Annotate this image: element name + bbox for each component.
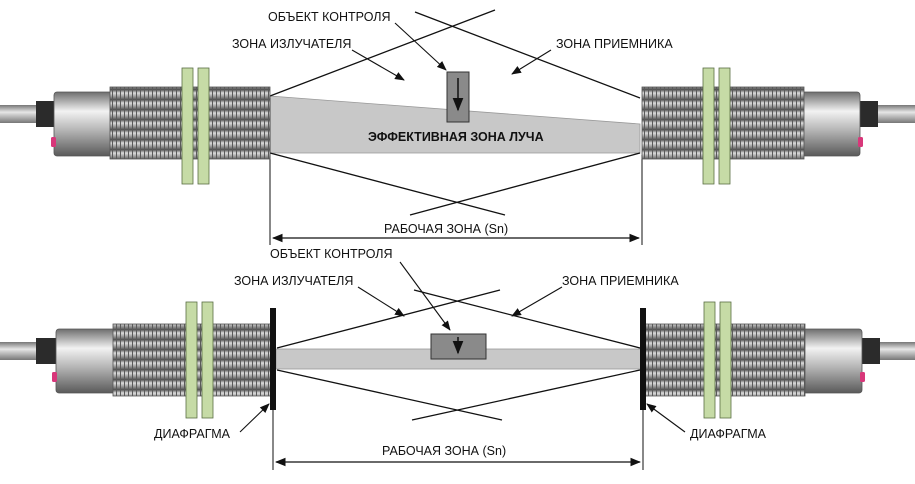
cable xyxy=(0,105,40,123)
object-leader xyxy=(399,261,451,331)
receiver-sensor xyxy=(640,301,915,419)
bottom-diagram xyxy=(0,261,915,470)
bottom-diaphragm-right-label: ДИАФРАГМА xyxy=(690,427,766,441)
cable-gland xyxy=(858,101,878,127)
nut xyxy=(719,301,732,419)
nut xyxy=(201,301,214,419)
diaphragm-leader-right xyxy=(646,403,686,433)
emitter-sensor xyxy=(0,301,276,419)
top-receiver-label: ЗОНА ПРИЕМНИКА xyxy=(556,37,673,51)
top-diagram xyxy=(0,9,915,245)
receiver-leader xyxy=(511,49,552,75)
receiver-zone-line xyxy=(414,11,641,99)
cable xyxy=(875,105,915,123)
emitter-sensor xyxy=(0,67,271,185)
top-object-label: ОБЪЕКТ КОНТРОЛЯ xyxy=(268,10,391,24)
bottom-range-label: РАБОЧАЯ ЗОНА (Sn) xyxy=(382,444,507,458)
top-range-label: РАБОЧАЯ ЗОНА (Sn) xyxy=(384,222,509,236)
led-indicator xyxy=(51,137,56,147)
cable-gland xyxy=(860,338,880,364)
nut xyxy=(702,67,715,185)
receiver-zone-line xyxy=(413,289,641,349)
top-beam-label: ЭФФЕКТИВНАЯ ЗОНА ЛУЧА xyxy=(368,130,544,144)
bottom-receiver-label: ЗОНА ПРИЕМНИКА xyxy=(562,274,679,288)
led-indicator xyxy=(860,372,865,382)
emitter-leader xyxy=(357,286,405,317)
emitter-zone-line xyxy=(276,369,503,421)
diaphragm xyxy=(640,308,646,410)
led-indicator xyxy=(858,137,863,147)
receiver-sensor xyxy=(641,67,915,185)
led-indicator xyxy=(52,372,57,382)
sensor-body xyxy=(799,91,861,157)
emitter-zone-line xyxy=(269,152,506,216)
nut xyxy=(197,67,210,185)
receiver-zone-line xyxy=(411,369,641,421)
nut xyxy=(185,301,198,419)
nut xyxy=(718,67,731,185)
sensor-body xyxy=(801,328,863,394)
emitter-leader xyxy=(351,49,405,81)
diaphragm xyxy=(270,308,276,410)
emitter-zone-line xyxy=(269,9,496,97)
receiver-zone-line xyxy=(409,152,641,216)
cable xyxy=(878,342,915,360)
object-leader xyxy=(394,22,447,71)
sensor-body xyxy=(55,328,117,394)
bottom-object-label: ОБЪЕКТ КОНТРОЛЯ xyxy=(270,247,393,261)
bottom-diaphragm-left-label: ДИАФРАГМА xyxy=(154,427,230,441)
nut xyxy=(703,301,716,419)
receiver-leader xyxy=(511,286,563,317)
diaphragm-leader-left xyxy=(239,403,270,433)
emitter-zone-line xyxy=(276,289,501,349)
bottom-emitter-label: ЗОНА ИЗЛУЧАТЕЛЯ xyxy=(234,274,354,288)
cable-gland xyxy=(36,101,56,127)
sensor-body xyxy=(53,91,115,157)
cable xyxy=(0,342,40,360)
top-emitter-label: ЗОНА ИЗЛУЧАТЕЛЯ xyxy=(232,37,352,51)
cable-gland xyxy=(36,338,56,364)
nut xyxy=(181,67,194,185)
